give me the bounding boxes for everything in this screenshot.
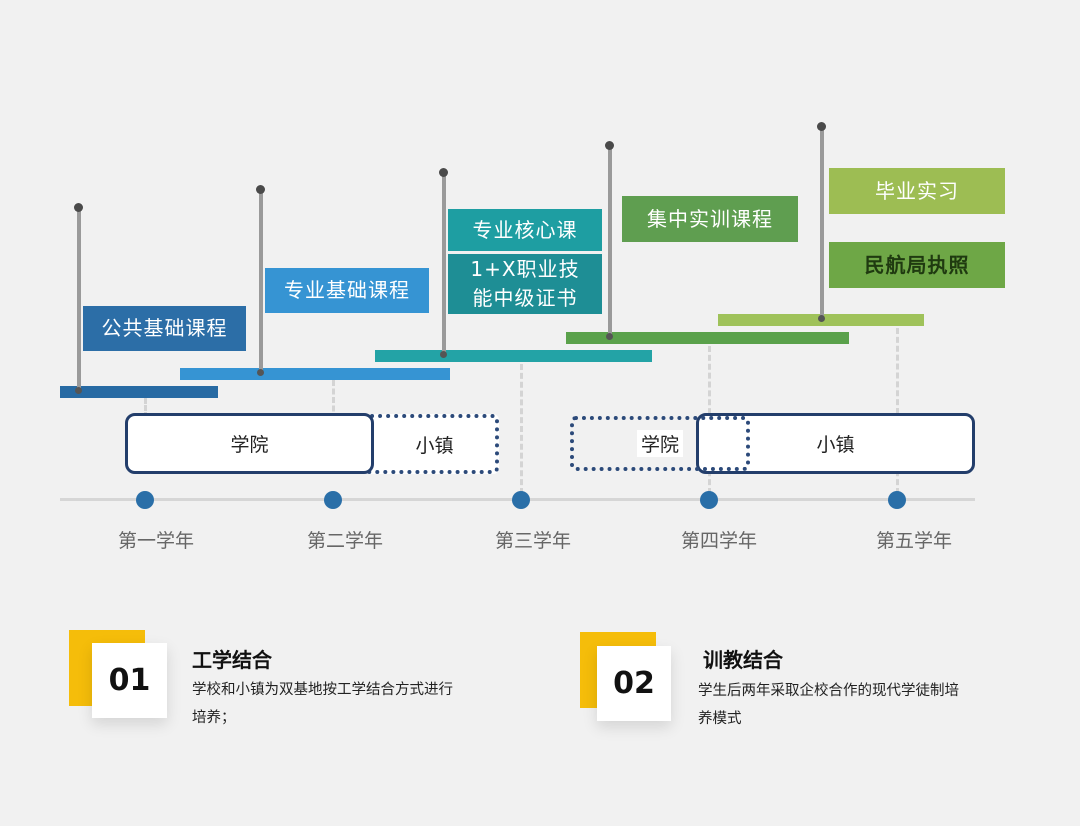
flag-pole-foot-4 xyxy=(606,333,613,340)
location-town-second: 小镇 xyxy=(696,413,975,474)
flag-pole-top-2 xyxy=(256,185,265,194)
year4-course-bar xyxy=(566,332,849,344)
year-marker-2 xyxy=(324,491,342,509)
flag-pole-top-5 xyxy=(817,122,826,131)
course-label-caac-license: 民航局执照 xyxy=(829,242,1005,288)
location-school-second-label: 学院 xyxy=(636,430,683,457)
course-label-1x-certificate: 1+X职业技 能中级证书 xyxy=(448,254,602,314)
flag-pole-3 xyxy=(442,173,446,356)
course-label-concentrated-training: 集中实训课程 xyxy=(622,196,798,242)
guide-dash-2 xyxy=(332,380,335,420)
year-marker-5 xyxy=(888,491,906,509)
flag-pole-top-3 xyxy=(439,168,448,177)
flag-pole-1 xyxy=(77,208,81,391)
year-label-5: 第五学年 xyxy=(875,530,952,552)
course-label-major-core: 专业核心课 xyxy=(448,209,602,251)
card-01-desc-line-2: 培养； xyxy=(192,710,236,726)
location-school-first-label: 学院 xyxy=(230,434,269,456)
year2-course-bar xyxy=(180,368,450,380)
flag-pole-foot-5 xyxy=(818,315,825,322)
certificate-line-2: 能中级证书 xyxy=(472,286,578,310)
guide-dash-3 xyxy=(520,364,523,494)
year1-course-bar xyxy=(60,386,218,398)
year-label-1: 第一学年 xyxy=(117,530,194,552)
certificate-line-1: 1+X职业技 xyxy=(470,257,580,281)
flag-pole-top-1 xyxy=(74,203,83,212)
year-label-3: 第三学年 xyxy=(494,530,571,552)
card-01-description: 学校和小镇为双基地按工学结合方式进行 培养； xyxy=(192,676,453,732)
card-02-description: 学生后两年采取企校合作的现代学徒制培 养模式 xyxy=(698,677,959,733)
location-school-second: 学院 xyxy=(570,416,750,471)
flag-pole-foot-1 xyxy=(75,387,82,394)
flag-pole-4 xyxy=(608,146,612,338)
year3-course-bar xyxy=(375,350,652,362)
location-town-second-label: 小镇 xyxy=(816,434,855,456)
flag-pole-2 xyxy=(259,190,263,374)
card-02-number: 02 xyxy=(597,646,671,721)
year-marker-4 xyxy=(700,491,718,509)
flag-pole-top-4 xyxy=(605,141,614,150)
year-label-2: 第二学年 xyxy=(306,530,383,552)
location-school-first: 学院 xyxy=(125,413,374,474)
guide-dash-5 xyxy=(896,328,899,494)
flag-pole-foot-2 xyxy=(257,369,264,376)
year-label-4: 第四学年 xyxy=(680,530,757,552)
location-town-first-label: 小镇 xyxy=(415,434,454,457)
card-01-number: 01 xyxy=(92,643,167,718)
flag-pole-5 xyxy=(820,127,824,320)
year-marker-3 xyxy=(512,491,530,509)
flag-pole-foot-3 xyxy=(440,351,447,358)
card-01-title: 工学结合 xyxy=(192,648,272,672)
card-02-desc-line-1: 学生后两年采取企校合作的现代学徒制培 xyxy=(698,683,959,699)
location-town-first: 小镇 xyxy=(350,414,499,474)
card-02-desc-line-2: 养模式 xyxy=(698,711,742,727)
course-label-graduation-internship: 毕业实习 xyxy=(829,168,1005,214)
course-label-public-basic: 公共基础课程 xyxy=(83,306,246,351)
card-02-title: 训教结合 xyxy=(703,648,783,672)
guide-dash-1 xyxy=(144,398,147,418)
course-label-major-basic: 专业基础课程 xyxy=(265,268,429,313)
card-01-desc-line-1: 学校和小镇为双基地按工学结合方式进行 xyxy=(192,682,453,698)
year-marker-1 xyxy=(136,491,154,509)
